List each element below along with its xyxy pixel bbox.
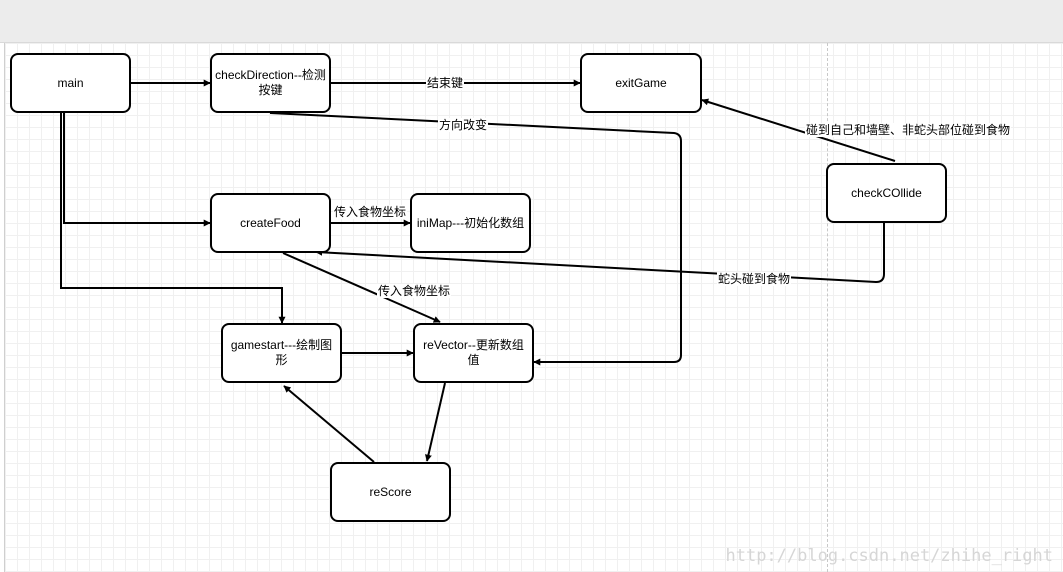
edge-main-gamestart[interactable]: [60, 113, 286, 324]
label-collide-wall: 碰到自己和墙壁、非蛇头部位碰到食物: [805, 123, 1012, 137]
node-rescore[interactable]: reScore: [330, 462, 451, 522]
label-pass-food-coord-2: 传入食物坐标: [377, 284, 452, 298]
edge-checkdirection-revector[interactable]: [269, 112, 682, 366]
watermark-text: http://blog.csdn.net/zhihe_right: [725, 546, 1053, 566]
page-break-line: [827, 43, 828, 572]
node-inimap[interactable]: iniMap---初始化数组: [410, 193, 531, 253]
toolbar-strip: [0, 0, 1063, 43]
node-checkdirection[interactable]: checkDirection--检测按键: [210, 53, 331, 113]
label-head-hits-food: 蛇头碰到食物: [717, 272, 792, 286]
label-direction-change: 方向改变: [438, 118, 489, 132]
edge-main-createfood[interactable]: [63, 113, 211, 227]
label-pass-food-coord-1: 传入食物坐标: [333, 205, 408, 219]
edge-checkcollide-exitgame[interactable]: [701, 98, 896, 162]
node-gamestart[interactable]: gamestart---绘制图形: [221, 323, 342, 383]
edge-revector-rescore[interactable]: [425, 382, 446, 462]
node-revector[interactable]: reVector--更新数组值: [413, 323, 534, 383]
node-exitgame[interactable]: exitGame: [580, 53, 702, 113]
label-end-key: 结束键: [426, 76, 465, 90]
node-checkcollide[interactable]: checkCOllide: [826, 163, 947, 223]
edge-checkcollide-createfood[interactable]: [315, 223, 885, 284]
node-main[interactable]: main: [10, 53, 131, 113]
edge-createfood-revector[interactable]: [282, 252, 441, 323]
edge-rescore-gamestart[interactable]: [283, 385, 375, 463]
node-createfood[interactable]: createFood: [210, 193, 331, 253]
